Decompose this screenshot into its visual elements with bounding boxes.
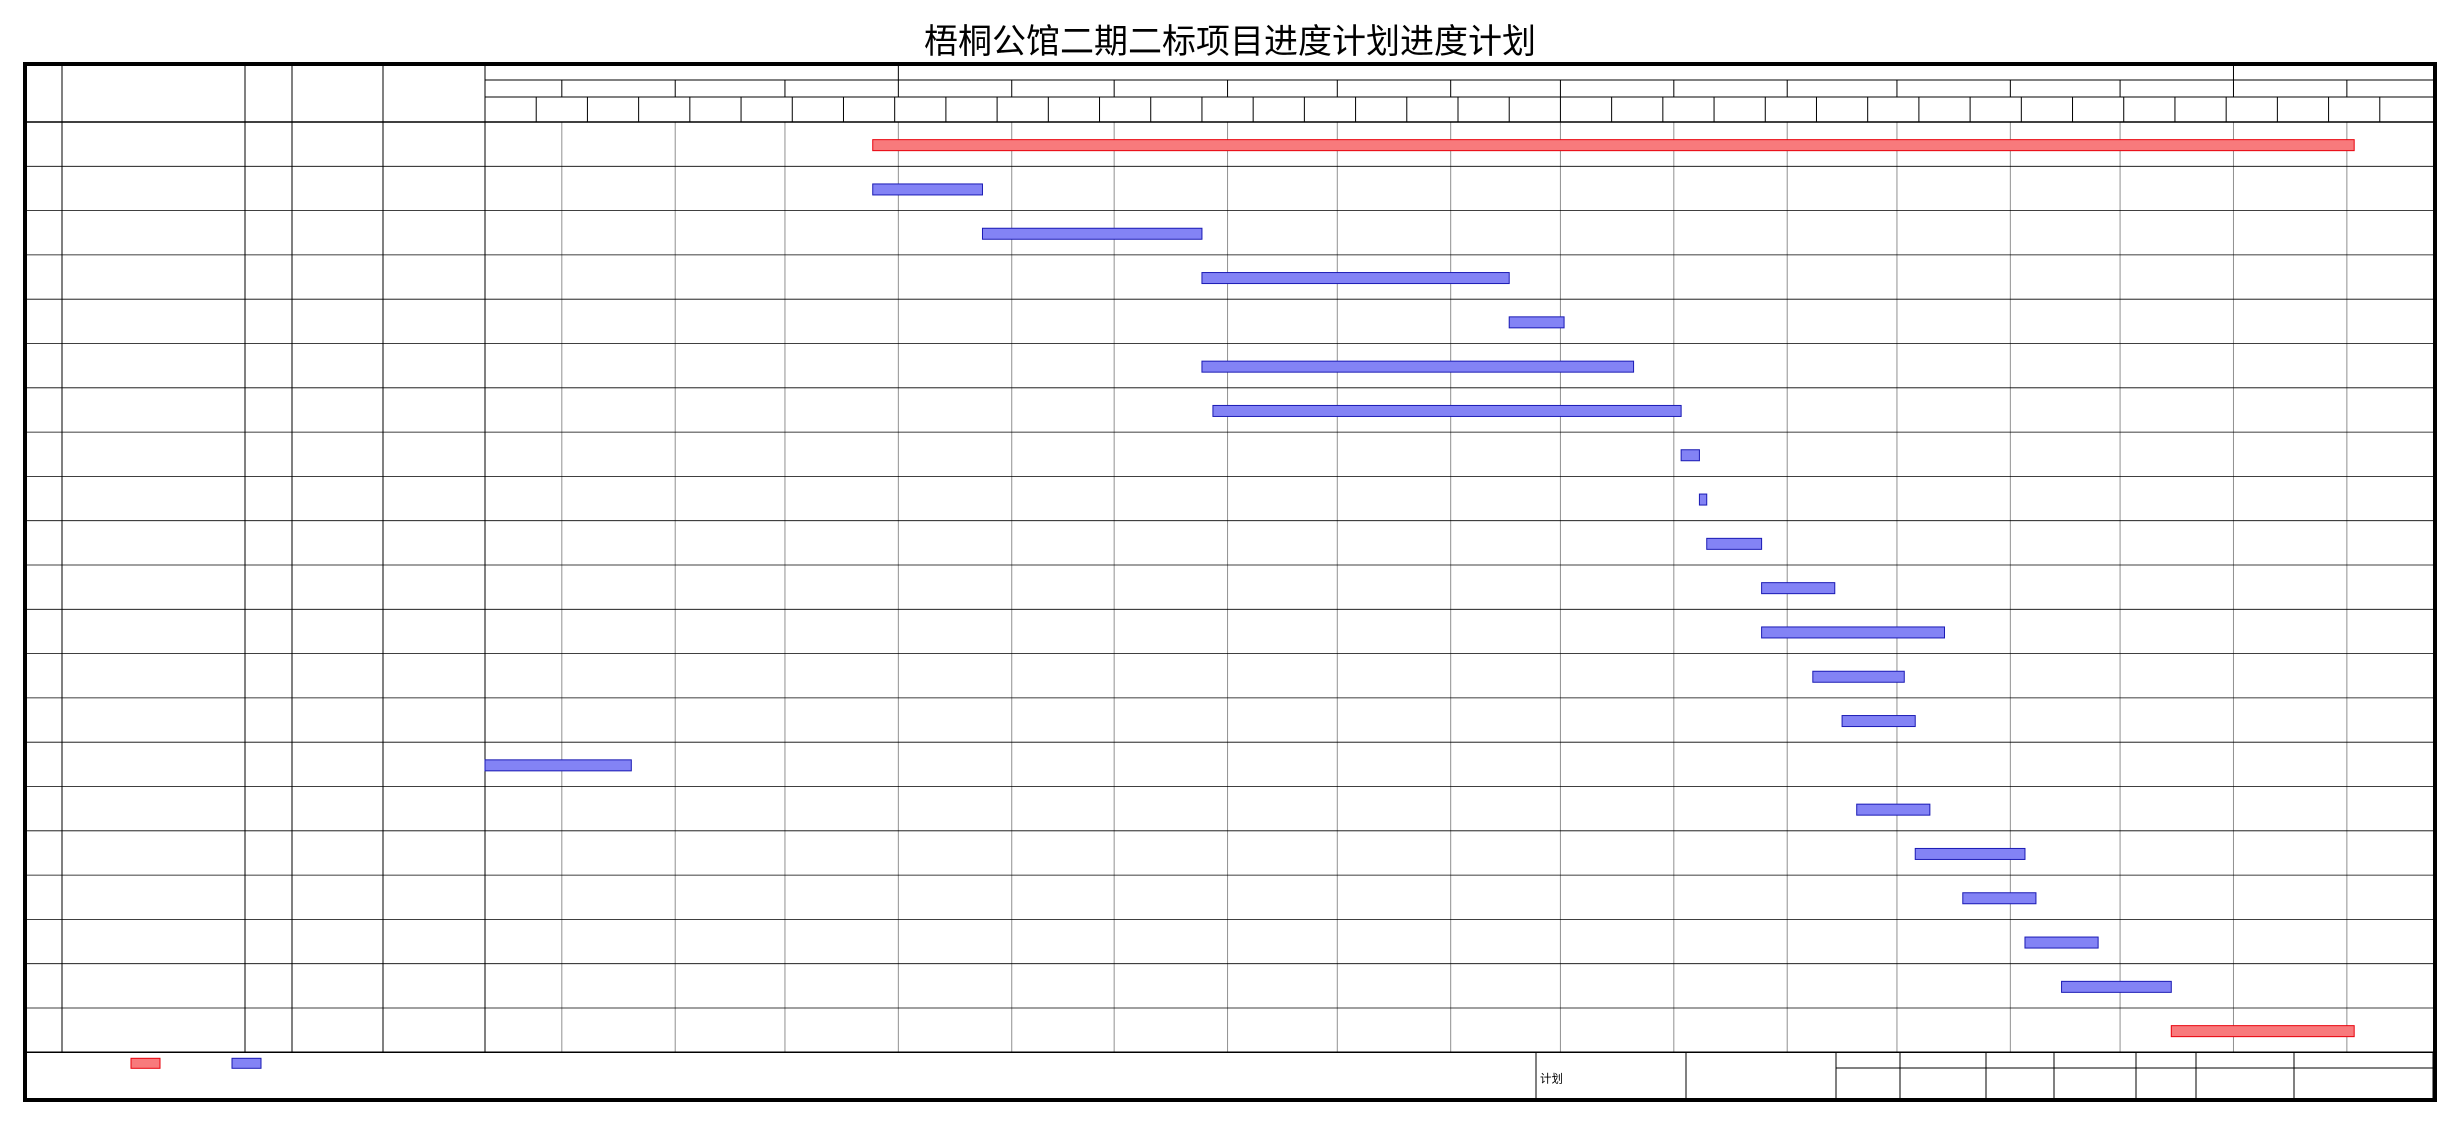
task-table	[27, 66, 2433, 1053]
task-bar	[1914, 847, 2026, 860]
task-bar	[981, 227, 1203, 240]
task-bar	[1201, 360, 1635, 373]
task-bar	[1841, 715, 1916, 728]
task-bar	[1212, 404, 1682, 417]
task-bar	[1680, 449, 1700, 462]
timeline-header	[485, 66, 2433, 122]
task-bar	[1856, 803, 1931, 816]
task-bar	[1698, 493, 1708, 506]
task-bar	[872, 183, 983, 196]
chart-frame	[23, 62, 2437, 1102]
task-bar	[1761, 582, 1836, 595]
task-bar	[1508, 316, 1565, 329]
grid-lines	[561, 122, 2348, 1053]
task-bar	[1706, 537, 1763, 550]
task-bar	[872, 139, 2355, 152]
task-bar	[1761, 626, 1945, 639]
task-bar	[1812, 670, 1905, 683]
footer-project-suffix: 计划	[1540, 1071, 1563, 1085]
task-bar	[2024, 936, 2099, 949]
legend-critical-swatch	[130, 1057, 161, 1069]
task-bar	[484, 759, 632, 772]
footer-panel: 计划	[27, 1051, 2434, 1098]
task-bar	[2061, 980, 2172, 993]
chart-title: 梧桐公馆二期二标项目进度计划进度计划	[924, 22, 1536, 62]
task-bar	[1962, 892, 2037, 905]
task-bar	[1201, 272, 1510, 285]
task-bars	[484, 139, 2355, 1038]
legend-normal-swatch	[231, 1057, 262, 1069]
task-bar	[2170, 1025, 2355, 1038]
